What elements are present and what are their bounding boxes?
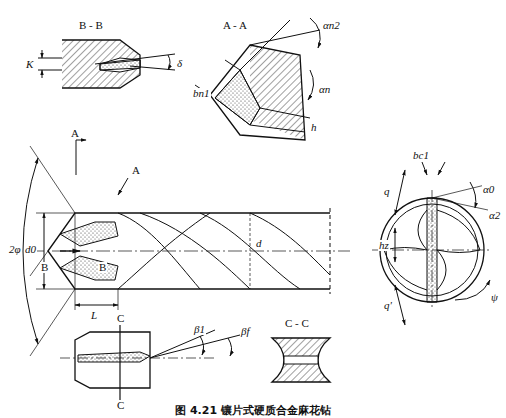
figure-caption: 图 4.21 镶片式硬质合金麻花钻 (175, 403, 331, 418)
drawing-label: q (383, 186, 391, 197)
drawing-label: α0 (482, 184, 495, 195)
drawing-label: d0 (24, 244, 37, 255)
drawing-label: βf (240, 326, 251, 337)
drawing-label: 2φ (8, 244, 22, 255)
drawing-label: bc1 (412, 150, 430, 161)
drawing-label: αn2 (322, 20, 341, 31)
drawing-label: d (255, 238, 263, 249)
drawing-label: B (40, 262, 49, 273)
drawing-label: ψ (490, 292, 499, 303)
drawing-label: L (90, 310, 98, 321)
drawing-label: h (310, 122, 318, 133)
drawing-label: A - A (222, 20, 248, 31)
drawing-label: hz (378, 240, 390, 251)
drawing-label: B (98, 262, 107, 273)
drawing-label: C (116, 400, 125, 411)
drawing-label: β1 (193, 324, 206, 335)
drawing-label: q' (383, 300, 393, 311)
drawing-label: K (25, 59, 34, 70)
drawing-label: A (131, 165, 141, 176)
drawing-label: B - B (78, 20, 104, 31)
drawing-label: A (70, 128, 80, 139)
drawing-label: α2 (488, 210, 501, 221)
drawing-label: δ (176, 58, 183, 69)
drawing-label: C (116, 313, 125, 324)
drawing-label: αn (318, 84, 331, 95)
drawing-label: C - C (284, 318, 310, 329)
drawing-label: bn1 (192, 88, 211, 99)
